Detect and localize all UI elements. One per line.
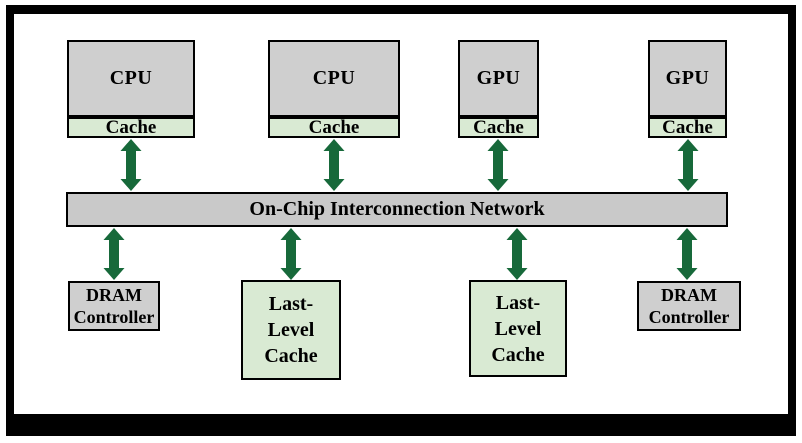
cache-label: Cache [662,116,713,138]
llc-label-line: Cache [491,343,545,366]
vertical-double-arrow-icon [120,139,142,191]
figure-frame [6,5,796,436]
dram-controller-label-line: Controller [648,307,730,327]
dram-controller-label-line: Controller [73,307,155,327]
llc-label-line: Last- [495,291,541,314]
dram-controller-box-1: DRAM Controller [68,281,160,331]
llc-label-line: Level [494,317,542,340]
vertical-double-arrow-icon [280,228,302,280]
cpu-label: CPU [312,67,356,89]
last-level-cache-box-2: Last- Level Cache [469,280,567,377]
gpu-box-2: GPU [648,40,727,117]
vertical-double-arrow-icon [323,139,345,191]
vertical-double-arrow-icon [506,228,528,280]
gpu-label: GPU [476,67,521,89]
cpu-box-1: CPU [67,40,195,117]
cache-strip-2: Cache [268,117,400,138]
dram-controller-label-line: DRAM [86,285,142,305]
cache-label: Cache [473,116,524,138]
vertical-double-arrow-icon [487,139,509,191]
vertical-double-arrow-icon [103,228,125,280]
cache-strip-3: Cache [458,117,539,138]
cpu-box-2: CPU [268,40,400,117]
llc-label-line: Cache [264,345,318,367]
interconnect-bus-label: On-Chip Interconnection Network [249,198,545,220]
cache-strip-1: Cache [67,117,195,138]
llc-label-line: Last- [268,293,314,315]
dram-controller-box-2: DRAM Controller [637,281,741,331]
cache-strip-4: Cache [648,117,727,138]
last-level-cache-box-1: Last- Level Cache [241,280,341,380]
dram-controller-label-line: DRAM [661,285,717,305]
gpu-box-1: GPU [458,40,539,117]
gpu-label: GPU [665,67,710,89]
interconnect-bus: On-Chip Interconnection Network [66,192,728,227]
vertical-double-arrow-icon [676,228,698,280]
cache-label: Cache [105,116,157,138]
cpu-label: CPU [109,67,153,89]
llc-label-line: Level [267,319,315,341]
vertical-double-arrow-icon [677,139,699,191]
cache-label: Cache [308,116,360,138]
